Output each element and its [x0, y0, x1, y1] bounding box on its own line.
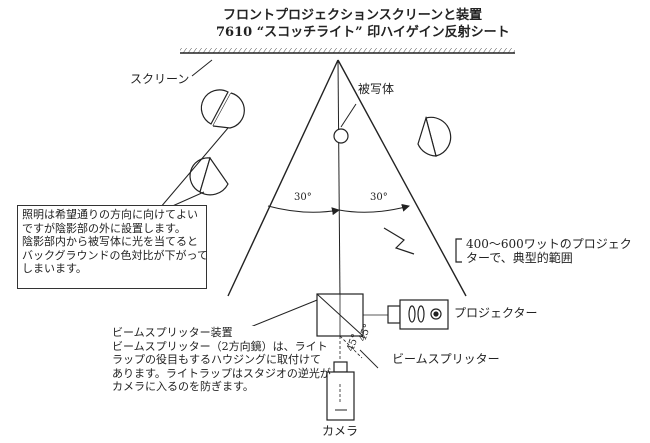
lighting-note-box: 照明は希望通りの方向に向けてよい ですが陰影部の外に設置します。 陰影部内から被…	[17, 205, 209, 289]
angle-right-label: 30°	[370, 192, 388, 203]
screen-bar	[180, 48, 515, 54]
beam-note-line: ビームスプリッター（2方向鏡）は、ライト	[112, 339, 328, 353]
beam-splitter-label: ビームスプリッター	[392, 352, 500, 366]
lighting-note-line: 照明は希望通りの方向に向けてよい	[22, 208, 198, 221]
title-line-2: 7610 “スコッチライト” 印ハイゲイン反射シート	[216, 25, 510, 40]
subject-sphere	[333, 103, 357, 144]
screen-label: スクリーン	[130, 72, 190, 86]
lighting-note-line: バックグラウンドの色対比が下がって	[22, 248, 209, 262]
projector-label: プロジェクター	[454, 306, 538, 320]
camera-label: カメラ	[322, 424, 359, 438]
beam-note-block: ビームスプリッター装置 ビームスプリッター（2方向鏡）は、ライト ラップの役目も…	[112, 326, 331, 398]
light-left-lower	[189, 156, 229, 196]
beam-note-line: ビームスプリッター装置	[112, 326, 233, 339]
angle-arcs	[267, 203, 410, 216]
projector-device	[387, 299, 449, 330]
lighting-note-line: しまいます。	[22, 262, 87, 275]
light-left-upper	[200, 89, 245, 134]
range-zigzag	[383, 227, 462, 263]
camera-device	[326, 361, 355, 421]
beam-note-line: ラップの役目もするハウジングに取付けて	[112, 353, 321, 366]
subject-label: 被写体	[358, 82, 395, 96]
lighting-note-line: 陰影部内から被写体に光を当てると	[22, 235, 198, 248]
light-right	[417, 115, 452, 157]
beam-splitter-housing	[316, 293, 390, 369]
range-label: 400～600ワットのプロジェクターで、典型的範囲	[466, 237, 632, 265]
projection-cone	[227, 59, 467, 301]
title-line-1: フロントプロジェクションスクリーンと装置	[223, 8, 483, 23]
beam-note-line: あります。ライトラップはスタジオの逆光が	[112, 366, 331, 380]
beam-note-line: カメラに入るのを防ぎます。	[112, 380, 254, 393]
lighting-note-line: ですが陰影部の外に設置します。	[22, 221, 186, 235]
angle-left-label: 30°	[294, 192, 312, 203]
